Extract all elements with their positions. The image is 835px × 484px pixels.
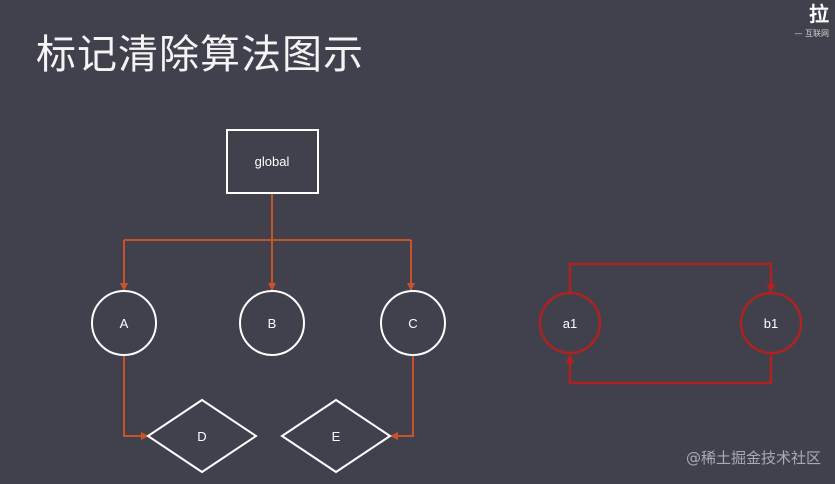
node-b1-label: b1: [764, 316, 778, 331]
global-node: global: [226, 129, 319, 194]
watermark: @稀土掘金技术社区: [685, 449, 821, 467]
node-B-label: B: [268, 316, 277, 331]
node-A-label: A: [120, 316, 129, 331]
diamond-E: E: [280, 398, 392, 474]
diamond-E-label: E: [332, 429, 341, 444]
edge-a1-to-b1: [568, 262, 776, 293]
edge-C-to-E: [390, 356, 414, 440]
node-B: B: [239, 290, 305, 356]
page-title: 标记清除算法图示: [36, 32, 364, 78]
node-b1: b1: [739, 291, 803, 355]
left-diagram-edges: [120, 193, 415, 440]
logo-subtitle: — 互联网: [794, 29, 829, 38]
node-a1-label: a1: [563, 316, 577, 331]
edge-b1-to-a1: [565, 354, 773, 385]
brand-logo: 拉 — 互联网: [789, 2, 829, 40]
global-label: global: [255, 154, 290, 169]
diamond-D-label: D: [197, 429, 206, 444]
logo-text: 拉: [809, 2, 829, 26]
right-diagram-edges: [565, 262, 776, 385]
node-C: C: [380, 290, 446, 356]
node-A: A: [91, 290, 157, 356]
node-a1: a1: [538, 291, 602, 355]
node-C-label: C: [408, 316, 417, 331]
diamond-D: D: [146, 398, 258, 474]
edge-A-to-D: [123, 356, 149, 440]
